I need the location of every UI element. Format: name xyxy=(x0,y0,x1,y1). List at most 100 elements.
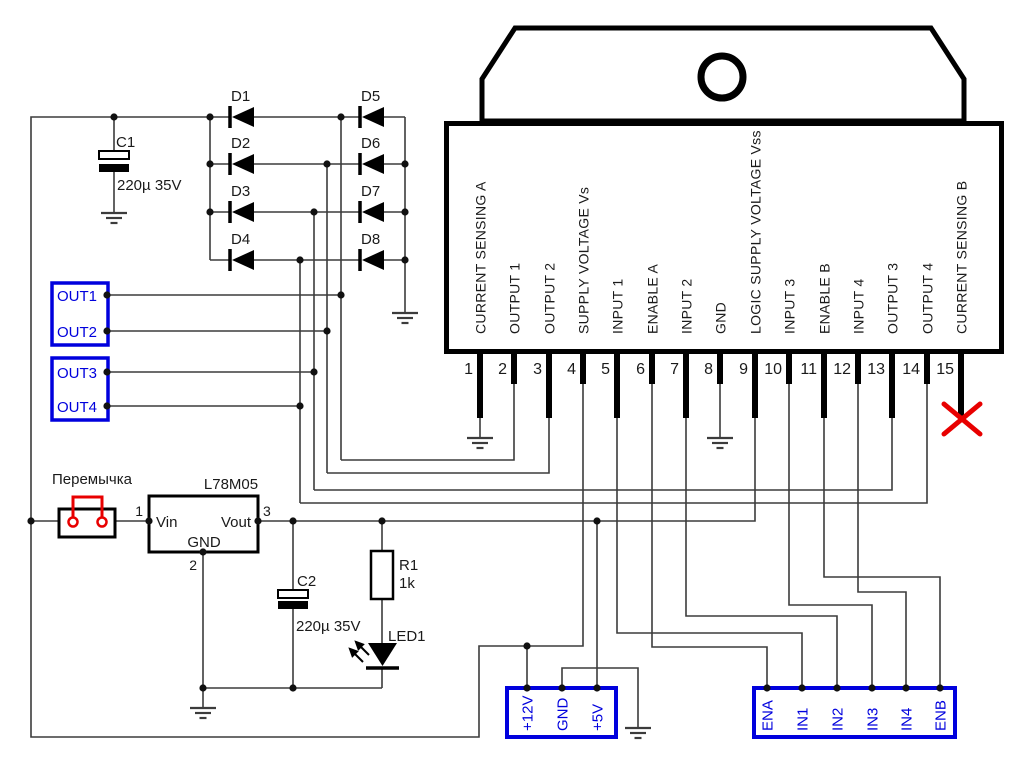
wire-pin6-to-control xyxy=(651,384,768,688)
diode-label-D8: D8 xyxy=(361,231,380,248)
jumper-wire-red xyxy=(71,495,104,517)
wire-pin12-to-control xyxy=(857,384,907,688)
junction-dot-14 xyxy=(296,402,304,410)
junction-dot-17 xyxy=(103,368,111,376)
ic-pin-label-9: LOGIC SUPPLY VOLTAGE Vss xyxy=(748,130,764,334)
diode-triangle xyxy=(232,154,254,174)
diode-label-D2: D2 xyxy=(231,135,250,152)
ic-pin-number-12: 12 xyxy=(833,361,851,378)
control-pin-label-ENB: ENB xyxy=(933,700,950,731)
junction-dot-30 xyxy=(558,684,566,692)
ic-pin-label-3: OUTPUT 2 xyxy=(542,263,558,334)
junction-dot-15 xyxy=(103,291,111,299)
jumper-pin-right xyxy=(96,516,108,528)
junction-dot-25 xyxy=(199,548,207,556)
c1-value-label: 220µ 35V xyxy=(117,177,182,194)
ic-pin-label-4: SUPPLY VOLTAGE Vs xyxy=(576,187,592,334)
wire-pin11-to-control xyxy=(823,418,941,688)
diode-triangle xyxy=(362,250,384,270)
ic-pin-number-5: 5 xyxy=(601,361,610,378)
ic-pin-number-13: 13 xyxy=(867,361,885,378)
junction-dot-26 xyxy=(523,642,531,650)
diode-D6: D6 xyxy=(358,135,384,175)
control-pin-label-ENA: ENA xyxy=(760,700,777,731)
junction-dot-10 xyxy=(401,256,409,264)
ground-regulator xyxy=(188,706,218,720)
junction-dot-12 xyxy=(323,327,331,335)
junction-dot-31 xyxy=(593,684,601,692)
junction-dot-34 xyxy=(833,684,841,692)
out-pin-label-OUT4: OUT4 xyxy=(57,399,97,416)
diode-label-D7: D7 xyxy=(361,183,380,200)
wire-supply-12v xyxy=(30,116,584,738)
pin15-not-connected-x-mark xyxy=(941,401,983,437)
jumper-label: Перемычка xyxy=(52,471,133,488)
ground-pin8 xyxy=(705,436,735,450)
diode-D3: D3 xyxy=(228,183,254,223)
diode-D8: D8 xyxy=(358,231,384,271)
diode-triangle xyxy=(232,250,254,270)
ic-body xyxy=(444,121,1004,354)
wire-5v-rail xyxy=(258,418,756,522)
regulator-pin1-number: 1 xyxy=(135,503,143,519)
regulator-vin-label: Vin xyxy=(156,514,177,531)
diode-D1: D1 xyxy=(228,88,254,128)
junction-dot-3 xyxy=(206,160,214,168)
junction-dot-23 xyxy=(378,517,386,525)
junction-dot-8 xyxy=(401,160,409,168)
ic-pin-label-14: OUTPUT 4 xyxy=(920,263,936,334)
diode-triangle xyxy=(232,107,254,127)
junction-dot-4 xyxy=(206,208,214,216)
resistor-r1 xyxy=(369,549,395,601)
out-pin-label-OUT2: OUT2 xyxy=(57,324,97,341)
diode-D7: D7 xyxy=(358,183,384,223)
wire-pwr-gnd xyxy=(561,667,639,728)
junction-dot-35 xyxy=(868,684,876,692)
c2-value-label: 220µ 35V xyxy=(296,618,361,635)
ic-pin-number-4: 4 xyxy=(567,361,576,378)
diode-D5: D5 xyxy=(358,88,384,128)
ic-pin-label-5: INPUT 1 xyxy=(610,278,626,334)
ground-c1 xyxy=(99,211,129,225)
junction-dot-7 xyxy=(296,256,304,264)
ic-pin-number-6: 6 xyxy=(636,361,645,378)
junction-dot-6 xyxy=(310,208,318,216)
junction-dot-9 xyxy=(401,208,409,216)
ic-pin-number-11: 11 xyxy=(800,361,817,378)
out-pin-label-OUT3: OUT3 xyxy=(57,365,97,382)
text-layer: C1 220µ 35V C2 220µ 35V R1 1k LED1 L78M0… xyxy=(52,134,426,645)
c1-ref-label: C1 xyxy=(116,134,135,151)
diode-label-D3: D3 xyxy=(231,183,250,200)
junction-dot-36 xyxy=(902,684,910,692)
wire-pin10-to-control xyxy=(788,384,873,688)
junction-dot-18 xyxy=(103,402,111,410)
ic-pin-label-6: ENABLE A xyxy=(645,264,661,334)
control-pin-label-IN2: IN2 xyxy=(830,708,847,731)
ic-pin-label-11: ENABLE B xyxy=(817,263,833,334)
junction-dot-24 xyxy=(593,517,601,525)
junction-dot-5 xyxy=(323,160,331,168)
wire-pin7-to-control xyxy=(685,418,838,688)
junction-dot-33 xyxy=(798,684,806,692)
junction-dot-28 xyxy=(289,684,297,692)
ic-pin-label-1: CURRENT SENSING A xyxy=(473,181,489,334)
regulator-ref-label: L78M05 xyxy=(204,476,258,493)
junction-dot-20 xyxy=(145,517,153,525)
led-light-arrows xyxy=(348,640,370,663)
ground-power-conn xyxy=(623,726,653,740)
ic-pin-label-7: INPUT 2 xyxy=(679,278,695,334)
ic-pin-number-10: 10 xyxy=(764,361,782,378)
ic-pin-number-8: 8 xyxy=(704,361,713,378)
junction-dot-0 xyxy=(110,113,118,121)
junction-dots xyxy=(27,113,944,692)
wire-outnet3-to-pin13 xyxy=(314,418,893,491)
junction-dot-2 xyxy=(337,113,345,121)
diode-triangle xyxy=(232,202,254,222)
junction-dot-19 xyxy=(27,517,35,525)
ground-diode-bus xyxy=(390,311,420,325)
ic-pin-label-12: INPUT 4 xyxy=(851,278,867,334)
